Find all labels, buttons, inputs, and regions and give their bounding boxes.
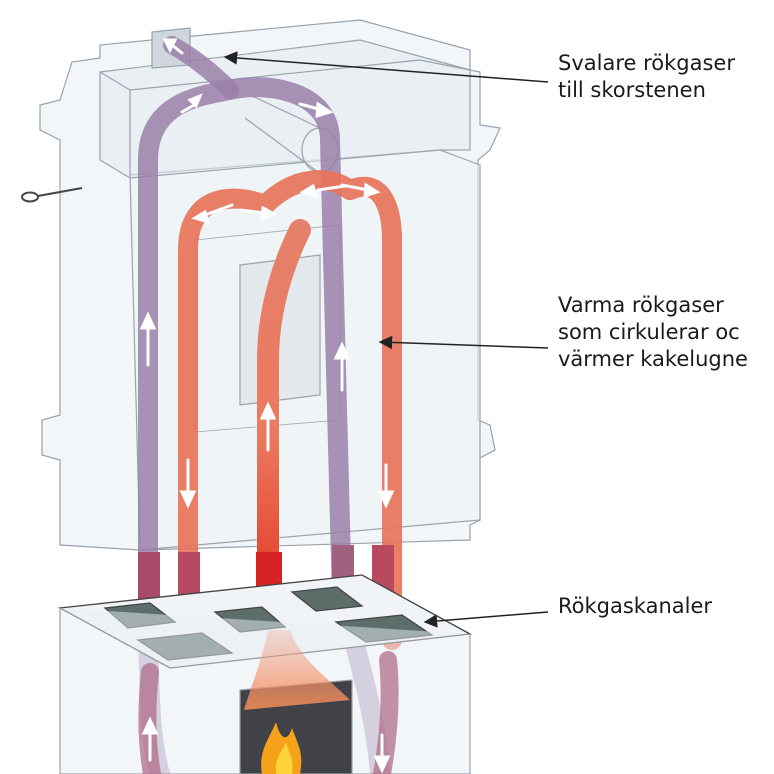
callout-lines [223, 51, 549, 628]
flue-channels-label: Rökgaskanaler [558, 593, 712, 620]
arrow-up-icon [141, 716, 159, 762]
warm-gases-leader [378, 335, 549, 350]
warm-gases-label-line1: Varma rökgaser [558, 293, 724, 317]
flame-icon [261, 722, 302, 774]
arrow-down-icon [377, 463, 395, 509]
cool-gases-label-line2: till skorstenen [558, 78, 706, 102]
warm-gases-label-line3: värmer kakelugne [558, 347, 748, 371]
arrow-up-icon [333, 341, 351, 392]
warm-gases-label-line2: som cirkulerar oc [558, 320, 740, 344]
cool-gases-label: Svalare rökgaser till skorstenen [558, 50, 735, 104]
arrow-up-icon [139, 311, 157, 367]
hot-gas-flow [178, 170, 402, 650]
flue-channels-leader [423, 611, 549, 628]
flow-arrows [139, 38, 395, 774]
damper-handle-icon [21, 187, 83, 203]
arrow-up-icon [259, 401, 277, 452]
warm-gases-label: Varma rökgaser som cirkulerar oc värmer … [558, 292, 748, 373]
cool-gases-label-line1: Svalare rökgaser [558, 51, 735, 75]
arrow-down-icon [373, 733, 391, 774]
flue-channels-label-line1: Rökgaskanaler [558, 594, 713, 618]
fire-glow [244, 630, 350, 710]
cool-gases-leader [223, 51, 549, 83]
arrow-down-icon [179, 458, 197, 509]
